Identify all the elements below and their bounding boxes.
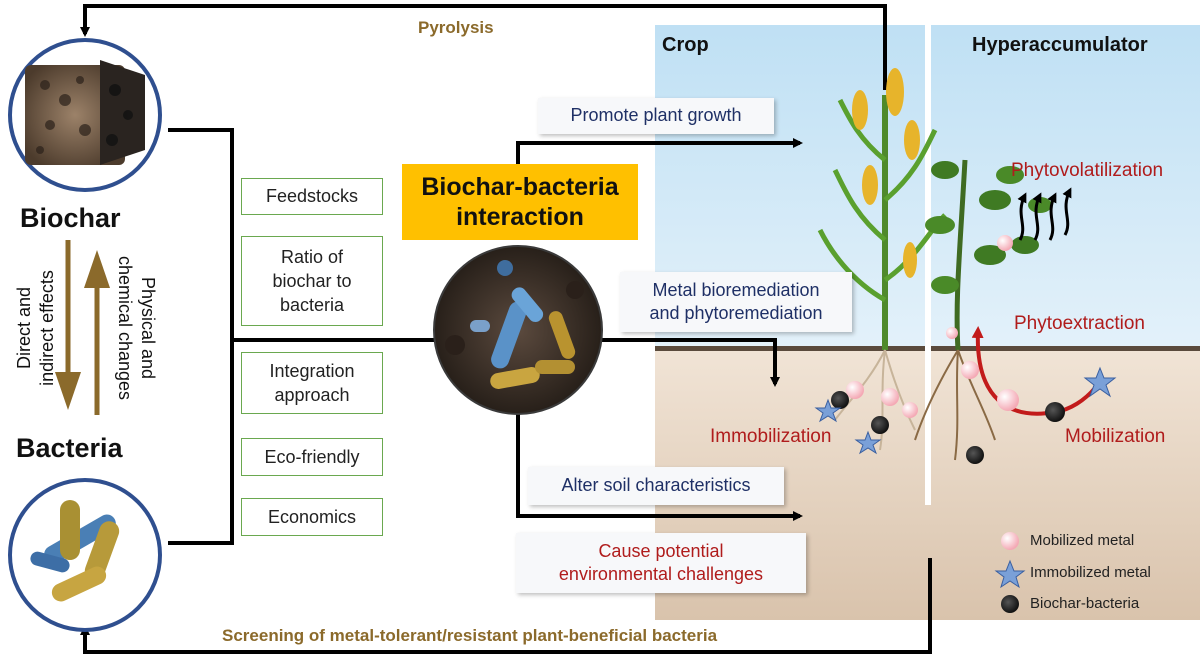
phytoextraction-label: Phytoextraction [1014, 313, 1145, 334]
legend-immobilized-icon [994, 559, 1026, 589]
interaction-title-box: Biochar-bacteria interaction [402, 164, 638, 240]
screening-label: Screening of metal-tolerant/resistant pl… [222, 626, 718, 645]
factor-feedstocks: Feedstocks [241, 178, 383, 215]
legend-biochar-bacteria-icon [1001, 595, 1019, 613]
biochar-label: Biochar [20, 203, 121, 233]
direct-effects-arrow [55, 240, 81, 410]
physical-changes-arrow [84, 250, 110, 415]
legend-mobilized-icon [1001, 532, 1019, 550]
remediation-arrow [600, 338, 780, 387]
bacteria-image [8, 478, 162, 632]
challenges-box: Cause potential environmental challenges [516, 533, 806, 593]
legend-immobilized-label: Immobilized metal [1030, 564, 1151, 581]
remediation-box: Metal bioremediation and phytoremediatio… [620, 272, 852, 332]
factor-ratio: Ratio of biochar to bacteria [241, 236, 383, 326]
factor-eco-friendly: Eco-friendly [241, 438, 383, 476]
pyrolysis-loop-arrow [80, 4, 887, 90]
alter-arrow [516, 412, 803, 521]
physical-changes-label: Physical and chemical changes [115, 255, 159, 401]
factor-integration: Integration approach [241, 352, 383, 414]
phytovolatilization-label: Phytovolatilization [1011, 160, 1164, 181]
bacteria-label: Bacteria [16, 433, 123, 463]
alter-soil-box: Alter soil characteristics [528, 467, 784, 505]
legend-mobilized-label: Mobilized metal [1030, 532, 1135, 549]
crop-label: Crop [662, 34, 709, 56]
mobilization-label: Mobilization [1065, 426, 1166, 447]
immobilization-label: Immobilization [710, 426, 832, 447]
interaction-image [433, 245, 603, 415]
legend-biochar-bacteria-label: Biochar-bacteria [1030, 595, 1140, 612]
biochar-bracket [168, 128, 234, 545]
screening-loop-arrow [80, 558, 932, 654]
biochar-image [8, 38, 162, 192]
scene-divider [925, 25, 931, 505]
corn-plant [817, 68, 947, 451]
factor-economics: Economics [241, 498, 383, 536]
direct-effects-label: Direct and indirect effects [14, 270, 57, 386]
promote-growth-box: Promote plant growth [538, 98, 774, 134]
pyrolysis-label: Pyrolysis [418, 18, 494, 37]
interaction-title: Biochar-bacteria interaction [421, 173, 619, 231]
metal-particles [814, 235, 1117, 464]
hyperaccumulator-label: Hyperaccumulator [972, 34, 1148, 56]
hyperaccumulator-plant [914, 159, 1097, 461]
